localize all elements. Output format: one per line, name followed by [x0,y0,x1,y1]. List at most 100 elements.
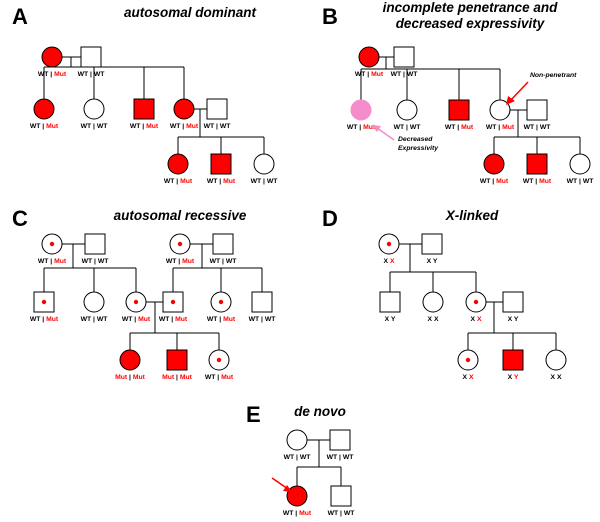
female-symbol [41,46,63,68]
individual-female-carrier: WT | Mut [122,291,151,323]
allele-separator: | [174,374,180,381]
panel-title-b-line1: incomplete penetrance and [383,0,559,15]
annotation-decreased: Decreased [398,136,433,143]
allele-separator: | [217,178,223,185]
allele-separator: | [338,510,344,517]
allele-separator: | [40,123,46,130]
genotype-label: WT | WT [567,178,595,185]
allele-separator: | [127,374,133,381]
allele-2: Y [514,316,519,323]
allele-separator: | [404,124,410,131]
male-symbol [206,98,228,120]
allele-1: WT [251,178,262,185]
genotype-label: WT | WT [204,123,232,130]
allele-2: Mut [363,124,376,131]
allele-1: WT [283,510,294,517]
individual-female-unaffected: WT | WT [284,429,311,461]
allele-separator: | [365,71,371,78]
allele-1: WT [82,258,93,265]
genotype-label: WT | Mut [164,178,193,185]
female-symbol [119,349,141,371]
allele-1: WT [327,454,338,461]
allele-separator: | [132,316,138,323]
allele-2: Mut [221,374,234,381]
allele-1: X [385,316,390,323]
decreased-expressivity-arrow-line [376,127,395,141]
allele-2: Mut [186,123,199,130]
allele-2: WT [407,71,418,78]
allele-2: WT [300,454,311,461]
panel-a: A autosomal dominant WT | Mut WT | WT WT… [12,4,278,185]
allele-2: WT [344,510,355,517]
individual-female-unaffected: WT | WT [81,291,109,323]
allele-1: WT [207,316,218,323]
allele-2: WT [97,316,108,323]
genotype-label: WT | Mut [207,178,236,185]
panel-letter-c: C [12,206,28,231]
allele-1: WT [38,71,49,78]
allele-separator: | [48,258,54,265]
genotype-label: X Y [508,374,519,381]
individual-male-unaffected: WT | WT [524,99,551,131]
male-symbol [84,233,106,255]
female-symbol [569,153,591,175]
carrier-dot [386,241,392,247]
genotype-label: WT | Mut [347,124,376,131]
allele-separator: | [174,178,180,185]
allele-1: WT [164,178,175,185]
allele-1: Mut [115,374,128,381]
individual-male-unaffected: WT | WT [82,233,109,265]
genotype-label: X X [471,316,482,323]
allele-1: WT [38,258,49,265]
allele-2: Mut [175,316,188,323]
allele-separator: | [455,124,461,131]
allele-separator: | [220,258,226,265]
allele-2: Mut [146,123,159,130]
de-novo-arrow-line [271,477,289,490]
allele-1: X [427,258,432,265]
male-symbol [526,99,548,121]
male-symbol [448,99,470,121]
individual-female-carrier: X X [457,349,479,381]
individual-female-affected: WT | Mut [283,485,312,517]
panel-title-a: autosomal dominant [124,5,257,20]
allele-2: Mut [138,316,151,323]
allele-2: WT [94,71,105,78]
allele-1: WT [204,123,215,130]
genotype-label: WT | WT [394,124,422,131]
individual-female-affected: WT | Mut [170,98,199,130]
allele-separator: | [40,316,46,323]
panel-title-c: autosomal recessive [114,208,247,223]
allele-2: X [434,316,439,323]
allele-separator: | [176,258,182,265]
allele-separator: | [534,124,540,131]
individual-female-carrier: WT | Mut [38,233,67,265]
allele-2: Mut [502,124,515,131]
individual-female-unaffected: X X [545,349,567,381]
allele-2: WT [583,178,594,185]
female-symbol [350,99,372,121]
female-symbol [396,99,418,121]
genotype-label: X X [384,258,395,265]
allele-separator: | [259,316,265,323]
female-symbol [422,291,444,313]
allele-2: Mut [46,123,59,130]
allele-1: WT [328,510,339,517]
allele-2: X [557,374,562,381]
allele-2: Y [433,258,438,265]
allele-2: Mut [180,178,193,185]
genotype-label: WT | WT [81,316,109,323]
individual-male-affected: WT | Mut [445,99,474,131]
allele-separator: | [215,374,221,381]
genotype-label: WT | WT [210,258,238,265]
individual-male-unaffected: WT | WT [391,46,418,78]
allele-1: WT [524,124,535,131]
de-novo-arrow-head [283,485,292,492]
allele-2: WT [267,178,278,185]
panel-title-e: de novo [294,404,346,419]
individual-male-unaffected: WT | WT [327,429,354,461]
allele-separator: | [140,123,146,130]
individual-female-affected: Mut | Mut [115,349,146,381]
genotype-label: WT | Mut [445,124,474,131]
